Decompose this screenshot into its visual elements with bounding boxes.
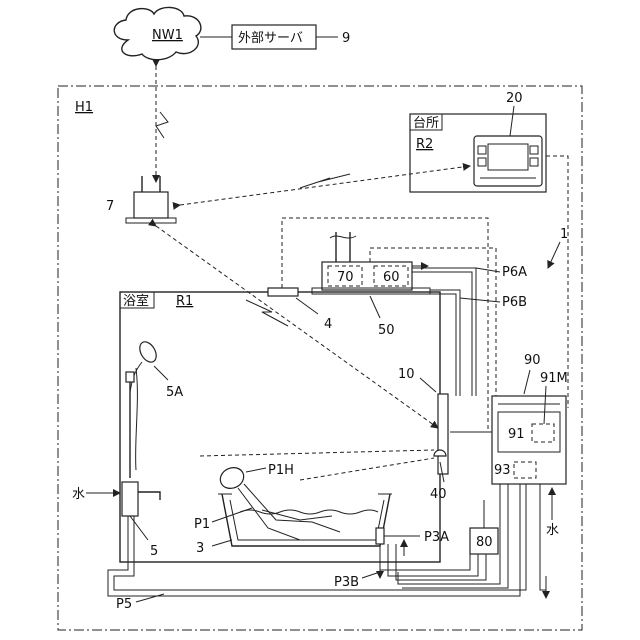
ref-70-label: 70	[337, 270, 354, 285]
ref-3-label: 3	[196, 541, 204, 556]
leader-4	[296, 298, 318, 314]
bathtub	[218, 494, 392, 546]
wireless-link-router-bath	[156, 226, 438, 428]
leader-5a	[154, 366, 168, 380]
bath-remote-controller	[438, 394, 448, 474]
kitchen-remote-controller	[474, 136, 542, 186]
wireless-zigzag-3	[246, 300, 288, 326]
ref-80-label: 80	[476, 535, 493, 550]
pipe-p6a-b	[412, 272, 472, 396]
leader-10	[420, 378, 436, 392]
house-label: H1	[75, 100, 93, 115]
ref-20-label: 20	[506, 91, 523, 106]
ref-4-label: 4	[324, 317, 332, 332]
sensor-view-line-2	[200, 450, 434, 456]
p1-label: P1	[194, 517, 210, 532]
ref-90-label: 90	[524, 353, 541, 368]
leader-90	[524, 370, 530, 394]
pipe-p6a-a	[412, 268, 476, 396]
p3a-label: P3A	[424, 530, 449, 545]
ref-5a-label: 5A	[166, 385, 183, 400]
p6b-label: P6B	[502, 295, 527, 310]
kitchen-code-label: R2	[416, 137, 433, 152]
bathroom-label: 浴室	[123, 293, 149, 309]
pipe-p5-b	[114, 484, 526, 590]
kitchen-room-label: 台所	[413, 116, 439, 131]
water-right-label: 水	[546, 523, 559, 538]
leader-5	[130, 516, 148, 540]
leader-50	[370, 296, 380, 318]
ref-7-label: 7	[106, 199, 114, 214]
ref-50-label: 50	[378, 323, 395, 338]
network-label: NW1	[152, 28, 183, 43]
shower	[126, 339, 160, 478]
p3b-label: P3B	[334, 575, 359, 590]
leader-3	[212, 540, 232, 546]
wireless-zigzag	[156, 112, 168, 138]
leader-p3b	[362, 572, 380, 578]
ref-60-label: 60	[383, 270, 400, 285]
pipe-p6b-b	[430, 294, 456, 396]
ref-10-label: 10	[398, 367, 415, 382]
leader-p5	[136, 594, 164, 602]
leader-1	[548, 242, 560, 268]
external-server-label: 外部サーバ	[238, 31, 303, 46]
p1h-label: P1H	[268, 463, 294, 478]
ref-1-label: 1	[560, 227, 568, 242]
router-device	[126, 176, 176, 223]
p6a-label: P6A	[502, 265, 527, 280]
ref-40-label: 40	[430, 487, 447, 502]
tub-adapter	[376, 528, 384, 544]
leader-p1h	[246, 468, 266, 472]
pipe-p3b-a	[380, 544, 470, 570]
sensor-view-line	[300, 458, 434, 480]
ref-93-label: 93	[494, 463, 511, 478]
ref-91-label: 91	[508, 427, 525, 442]
ceiling-sensor	[268, 288, 298, 296]
water-left-label: 水	[72, 487, 85, 502]
ref-5-label: 5	[150, 544, 158, 559]
bathroom-code-label: R1	[176, 294, 193, 309]
leader-p6b	[460, 298, 500, 302]
pipe-p3b-b	[388, 544, 478, 576]
p5-label: P5	[116, 597, 132, 612]
ref-9-label: 9	[342, 31, 350, 46]
wireless-zigzag-2	[300, 174, 350, 188]
faucet	[122, 482, 160, 516]
ventilation-unit	[312, 232, 430, 294]
ref-91m-label: 91M	[540, 371, 568, 386]
